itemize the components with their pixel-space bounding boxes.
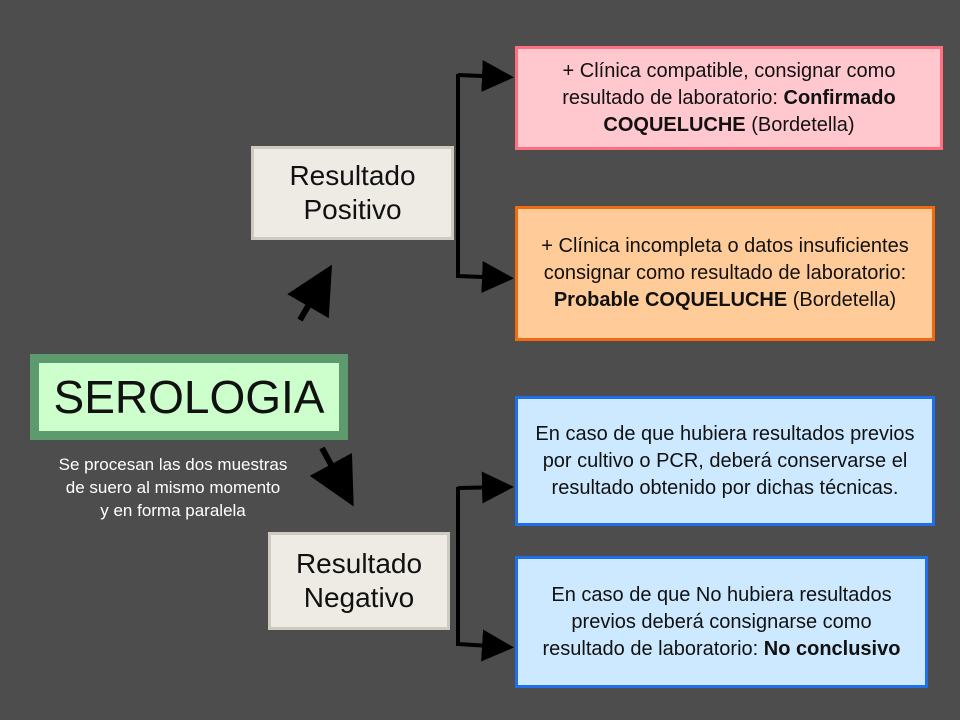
confirmed-bold: Confirmado COQUELUCHE [603, 86, 896, 136]
negative-line-2: Negativo [303, 582, 415, 613]
note-line-1: Se procesan las dos muestras [58, 455, 288, 474]
negative-bracket [456, 471, 514, 662]
positive-bracket [456, 60, 514, 293]
no-previous-results-bold: No conclusivo [763, 637, 901, 660]
no-previous-results-box: En caso de que No hubiera resultados pre… [515, 556, 928, 688]
probable-text: + Clínica incompleta o datos insuficient… [541, 235, 909, 284]
note-line-2: de suero al mismo momento [65, 478, 281, 497]
positive-result-box: Resultado Positivo [251, 146, 454, 240]
processing-note: Se procesan las dos muestras de suero al… [28, 453, 318, 522]
serologia-label: SEROLOGIA [39, 363, 339, 431]
probable-bold: Probable COQUELUCHE [553, 289, 788, 311]
probable-post: (Bordetella) [787, 289, 897, 311]
negative-line-1: Resultado [295, 548, 423, 579]
serologia-box: SEROLOGIA [30, 354, 348, 440]
confirmed-box: + Clínica compatible, consignar como res… [515, 46, 943, 150]
no-previous-results-text: En caso de que No hubiera resultados pre… [542, 583, 892, 660]
positive-line-1: Resultado [289, 160, 416, 191]
confirmed-post: (Bordetella) [745, 113, 855, 136]
previous-results-text: En caso de que hubiera resultados previo… [535, 422, 915, 499]
confirmed-text: + Clínica compatible, consignar como res… [562, 59, 896, 109]
negative-result-box: Resultado Negativo [268, 532, 450, 630]
note-line-3: y en forma paralela [100, 501, 246, 520]
positive-line-2: Positivo [303, 194, 402, 225]
arrow-to-positive [287, 264, 333, 322]
previous-results-box: En caso de que hubiera resultados previo… [515, 396, 935, 526]
probable-box: + Clínica incompleta o datos insuficient… [515, 206, 935, 341]
arrow-to-negative [309, 446, 354, 507]
